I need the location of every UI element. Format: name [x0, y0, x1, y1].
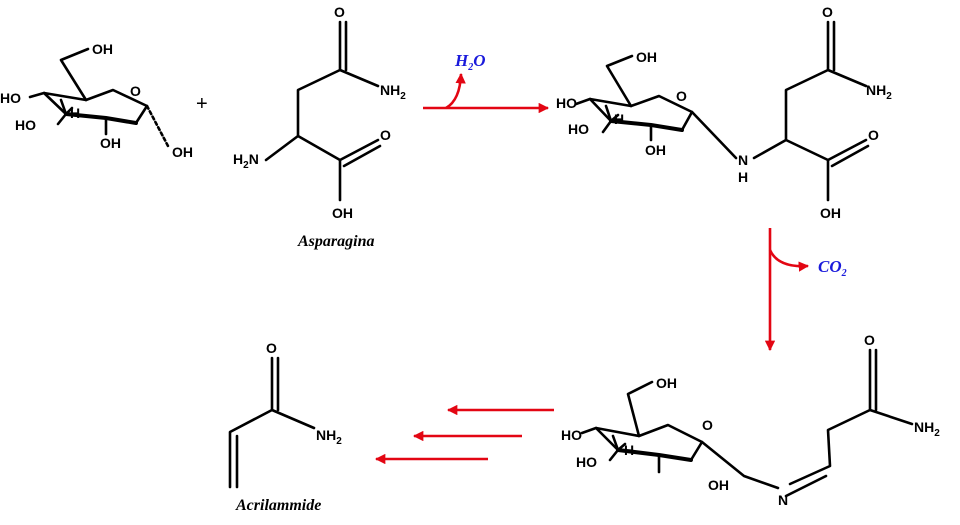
glucose-ho-label-upper: HO — [0, 90, 21, 106]
asparagine-amide-nh2-label: NH2 — [380, 82, 406, 102]
asparagine-name-label: Asparagina — [297, 233, 374, 250]
carbon-dioxide-label: CO2 — [818, 257, 847, 279]
imine-carbonyl-o-label: O — [864, 332, 875, 348]
asparagine-amine-h2n-label: H2N — [233, 151, 259, 171]
imine-ho-label-lower: HO — [576, 454, 597, 470]
glycosylamine-carbonyl-o-label: O — [822, 4, 833, 20]
glucose-ring-oxygen-label: O — [130, 83, 141, 99]
glucose-anomeric-oh-label: OH — [172, 144, 193, 160]
reaction-arrows-3 — [374, 404, 554, 465]
glycosylamine-acid-oh-label: OH — [820, 205, 841, 221]
imine-molecule — [580, 348, 914, 498]
acrylamide-name-label: Acrilammide — [235, 497, 321, 514]
glucose-molecule — [28, 47, 170, 148]
plus-sign: + — [196, 93, 208, 115]
imine-amide-nh2-label: NH2 — [914, 419, 940, 439]
asparagine-carbonyl-o-label: O — [334, 4, 345, 20]
imine-ho-label-upper: HO — [561, 427, 582, 443]
glycosylamine-oh-label-lower: OH — [645, 142, 666, 158]
acrylamide-molecule — [228, 356, 316, 489]
glycosylamine-amide-nh2-label: NH2 — [866, 82, 892, 102]
asparagine-acid-oh-label: OH — [332, 205, 353, 221]
asparagine-molecule — [264, 20, 382, 202]
imine-oh-label: OH — [656, 375, 677, 391]
glycosylamine-h-label: H — [614, 111, 624, 127]
imine-ring-oxygen-label: O — [702, 417, 713, 433]
glycosylamine-ho-label-upper: HO — [556, 95, 577, 111]
glycosylamine-nh-h-label: H — [738, 169, 748, 185]
asparagine-acid-o-label: O — [380, 127, 391, 143]
glucose-oh-label: OH — [92, 41, 113, 57]
glycosylamine-ring-oxygen-label: O — [676, 88, 687, 104]
imine-oh-label-lower: OH — [708, 477, 729, 493]
glucose-oh-label-lower: OH — [100, 135, 121, 151]
glycosylamine-oh-label: OH — [636, 49, 657, 65]
glucose-ho-label-lower: HO — [15, 117, 36, 133]
glycosylamine-molecule — [574, 20, 870, 202]
glycosylamine-acid-o-label: O — [868, 127, 879, 143]
glycosylamine-n-label: N — [738, 152, 748, 168]
reaction-arrow-2 — [764, 228, 810, 352]
glycosylamine-ho-label-lower: HO — [568, 121, 589, 137]
acrylamide-amide-nh2-label: NH2 — [316, 427, 342, 447]
imine-n-label: N — [778, 492, 788, 508]
imine-h-label: H — [624, 442, 634, 458]
water-label: H2O — [454, 51, 486, 73]
reaction-arrow-1 — [423, 72, 550, 114]
glucose-h-label: H — [70, 105, 80, 121]
acrylamide-carbonyl-o-label: O — [266, 340, 277, 356]
